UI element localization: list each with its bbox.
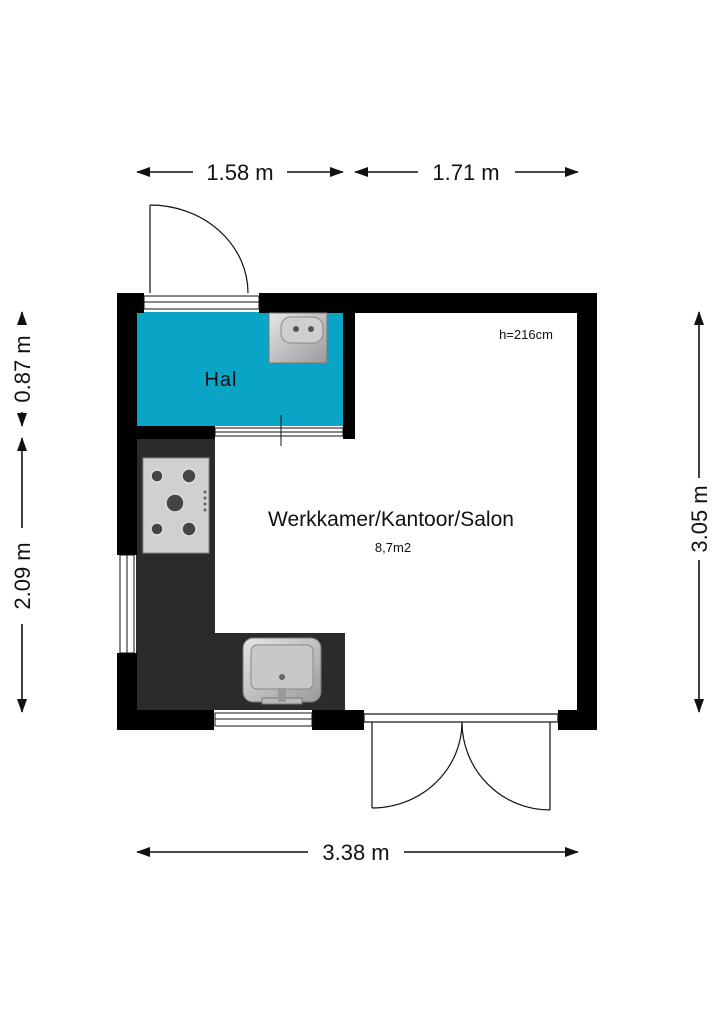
dimension-right: 3.05 m (687, 485, 712, 552)
room-label-main: Werkkamer/Kantoor/Salon (268, 508, 514, 531)
stove-icon (142, 457, 210, 554)
sink-icon (242, 637, 322, 705)
room-area: 8,7m2 (375, 540, 411, 555)
room-label-hal: Hal (204, 369, 237, 391)
dimension-top-right: 1.71 m (432, 160, 499, 185)
dimension-bottom: 3.38 m (322, 840, 389, 865)
dimension-top-left: 1.58 m (206, 160, 273, 185)
door-icon (363, 713, 559, 811)
dimension-left-lower: 2.09 m (10, 542, 35, 609)
door-icon (149, 204, 249, 294)
walls (117, 293, 597, 730)
room-height: h=216cm (499, 327, 553, 342)
window-icon (119, 295, 344, 727)
basin-icon (268, 312, 328, 364)
dimension-left-upper: 0.87 m (10, 335, 35, 402)
